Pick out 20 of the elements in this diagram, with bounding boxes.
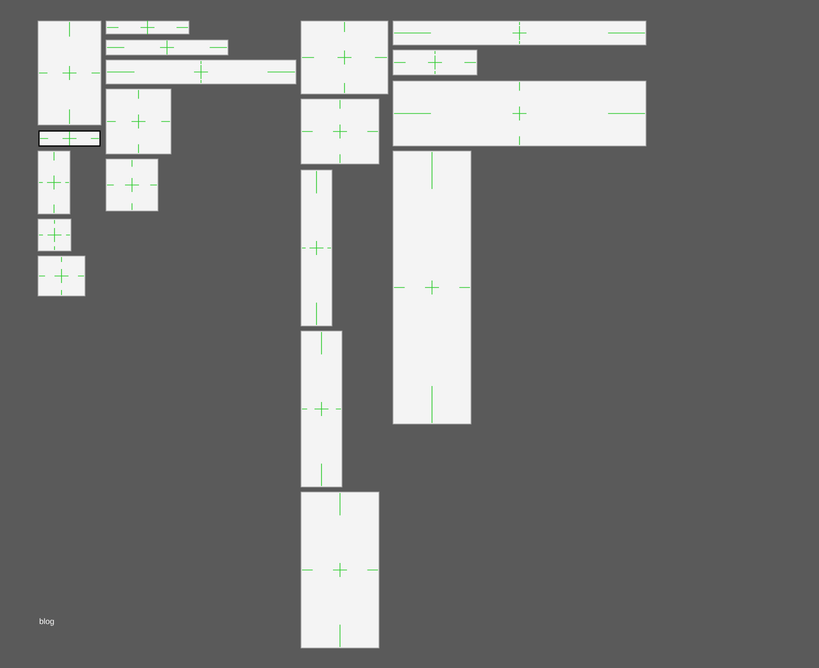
sprite-box (392, 80, 646, 146)
sprite-box (106, 158, 158, 212)
sprite-box (38, 218, 72, 252)
sprite-box (106, 88, 172, 154)
sprite-box (38, 256, 86, 296)
sprite-box (38, 130, 101, 147)
sprite-box (106, 40, 228, 56)
caption-text: blog (40, 618, 54, 626)
sprite-box (300, 492, 380, 648)
sprite-box (392, 50, 478, 76)
sprite-box (300, 20, 388, 94)
sprite-box (300, 170, 332, 326)
sprite-box (300, 330, 342, 488)
sprite-box (106, 20, 190, 35)
sprite-box (38, 150, 70, 214)
sprite-box (106, 60, 296, 84)
sprite-box (392, 150, 472, 424)
sprite-box (38, 20, 102, 126)
sprite-box (300, 98, 380, 164)
sprite-box (392, 20, 646, 46)
